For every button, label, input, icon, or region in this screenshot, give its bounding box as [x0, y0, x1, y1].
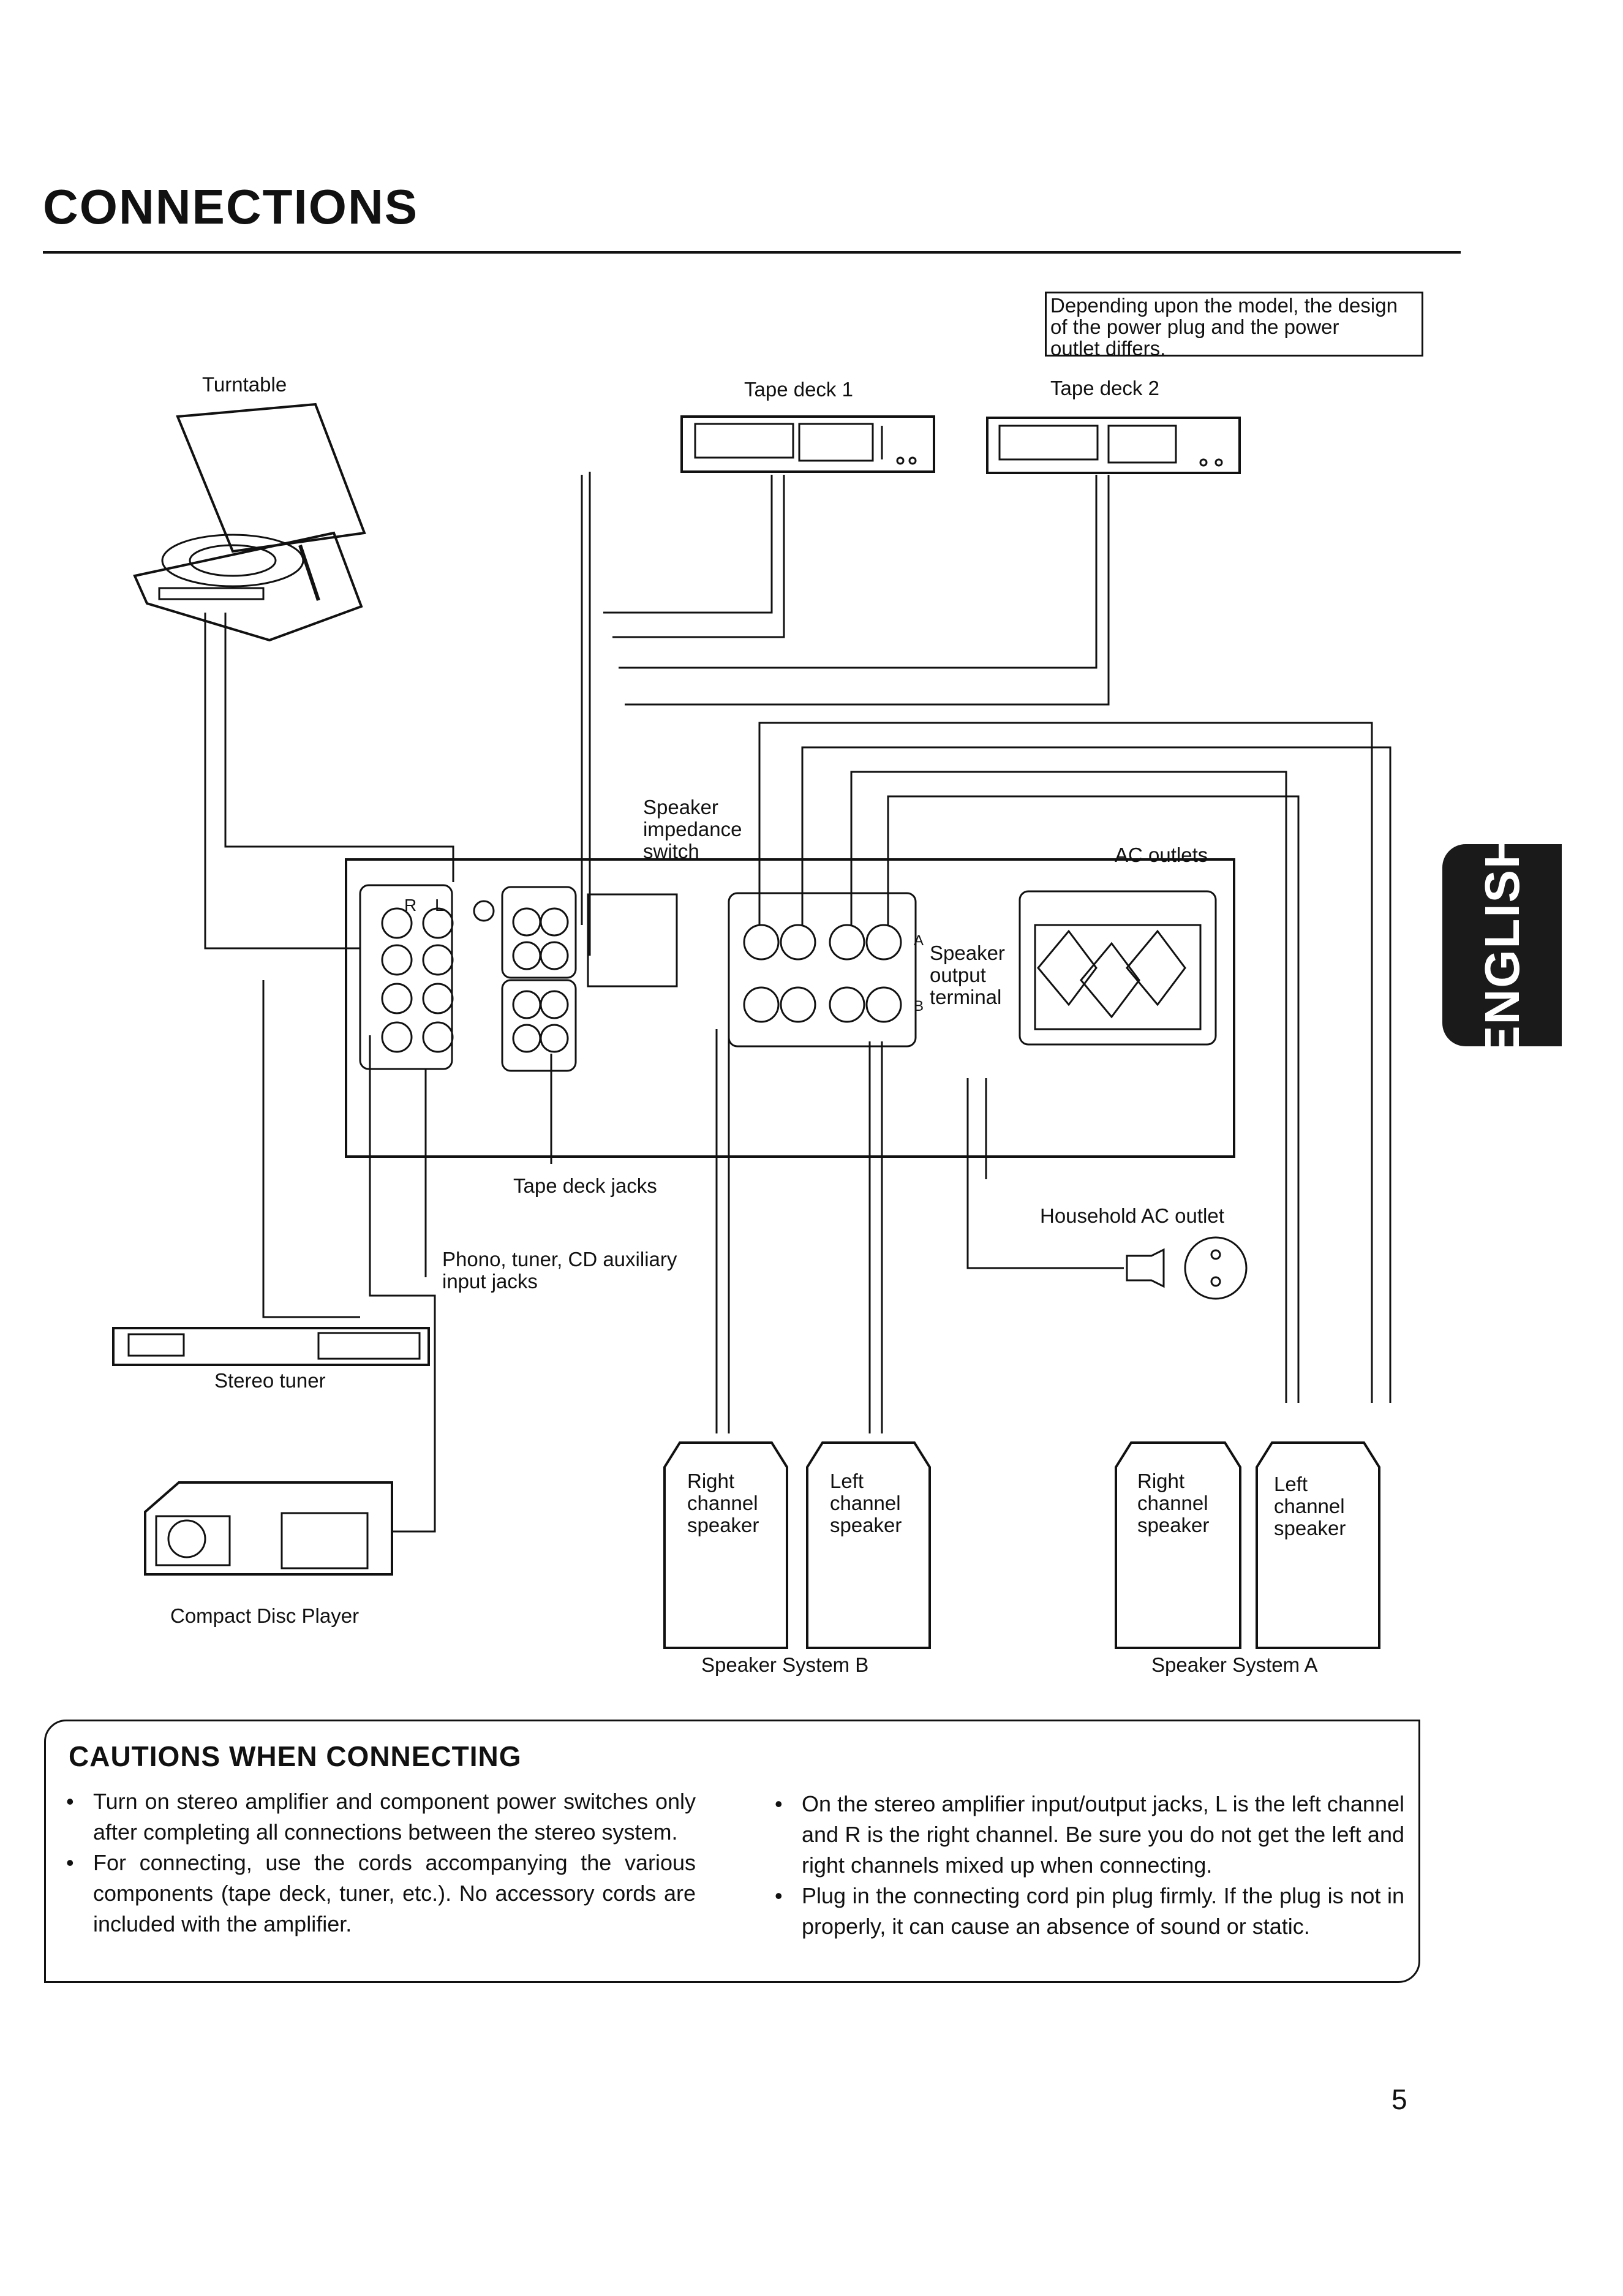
bullet: •: [66, 1789, 74, 1814]
speaker-text-line: speaker: [1274, 1517, 1346, 1539]
input-r-label: R: [404, 896, 417, 915]
speaker-text-line: channel: [687, 1492, 758, 1514]
speaker-text-line: channel: [830, 1492, 901, 1514]
tape-deck-1-illustration: [680, 415, 935, 473]
page-title: CONNECTIONS: [43, 179, 419, 234]
caution-item: • On the stereo amplifier input/output j…: [767, 1789, 1404, 1881]
speaker-output-line: output: [930, 964, 986, 986]
impedance-switch-line: switch: [643, 840, 699, 863]
cautions-right-column: • On the stereo amplifier input/output j…: [767, 1789, 1404, 1942]
tape-deck-1-label: Tape deck 1: [744, 378, 853, 401]
ac-outlets-label: AC outlets: [1115, 844, 1208, 866]
caution-text: On the stereo amplifier input/output jac…: [802, 1791, 1404, 1878]
input-jacks-line: Phono, tuner, CD auxiliary: [442, 1248, 677, 1271]
terminal-a-label: A: [914, 932, 924, 949]
turntable-illustration: [133, 402, 366, 642]
stereo-tuner-label: Stereo tuner: [214, 1369, 326, 1392]
bullet: •: [66, 1850, 74, 1875]
speaker-text-line: speaker: [830, 1514, 902, 1536]
speaker-output-line: Speaker: [930, 942, 1005, 964]
system-b-right-speaker-label: Right channel speaker: [687, 1470, 759, 1536]
speaker-system-a-label: Speaker System A: [1151, 1653, 1318, 1676]
tape-deck-jacks-label: Tape deck jacks: [513, 1174, 657, 1197]
plug-note: Depending upon the model, the design of …: [1045, 292, 1423, 360]
plug-note-line: Depending upon the model, the design: [1050, 294, 1398, 317]
input-jacks-line: input jacks: [442, 1270, 538, 1293]
impedance-switch-line: Speaker: [643, 796, 718, 818]
household-plug-illustration: [1126, 1236, 1248, 1300]
amplifier-back-panel: [345, 858, 1235, 1158]
caution-item: • Plug in the connecting cord pin plug f…: [767, 1881, 1404, 1942]
impedance-switch-line: impedance: [643, 818, 742, 840]
speaker-system-b-label: Speaker System B: [701, 1653, 869, 1676]
speaker-text-line: Right: [1137, 1470, 1185, 1492]
speaker-output-line: terminal: [930, 986, 1002, 1008]
bullet: •: [775, 1791, 783, 1816]
turntable-label: Turntable: [202, 373, 287, 396]
speaker-text-line: speaker: [687, 1514, 759, 1536]
speaker-output-label: Speaker output terminal: [930, 942, 1005, 1008]
caution-text: For connecting, use the cords accompanyi…: [93, 1850, 696, 1936]
caution-item: • For connecting, use the cords accompan…: [59, 1848, 696, 1939]
speaker-text-line: Right: [687, 1470, 735, 1492]
plug-note-line: outlet differs.: [1050, 337, 1166, 360]
cd-player-label: Compact Disc Player: [170, 1604, 360, 1627]
page-number: 5: [1391, 2083, 1407, 2115]
cd-player-illustration: [144, 1481, 393, 1576]
title-rule: [43, 251, 1461, 254]
speaker-text-line: Left: [1274, 1473, 1308, 1495]
signal-wires: [204, 472, 1391, 1533]
speaker-text-line: speaker: [1137, 1514, 1210, 1536]
cautions-title: CAUTIONS WHEN CONNECTING: [69, 1740, 522, 1772]
tape-deck-2-label: Tape deck 2: [1050, 377, 1159, 399]
caution-item: • Turn on stereo amplifier and component…: [59, 1786, 696, 1848]
cautions-left-column: • Turn on stereo amplifier and component…: [59, 1786, 696, 1939]
household-ac-label: Household AC outlet: [1040, 1204, 1224, 1227]
caution-text: Plug in the connecting cord pin plug fir…: [802, 1883, 1404, 1939]
connection-diagram: [112, 402, 1391, 1649]
impedance-switch-label: Speaker impedance switch: [643, 796, 742, 863]
tape-deck-2-illustration: [986, 417, 1241, 474]
language-tab-label: ENGLISH: [1474, 832, 1529, 1059]
cautions-box: [44, 1720, 1420, 1983]
system-a-left-speaker-label: Left channel speaker: [1274, 1473, 1346, 1539]
input-jacks-label: Phono, tuner, CD auxiliary input jacks: [442, 1248, 677, 1293]
terminal-b-label: B: [914, 998, 924, 1014]
plug-note-line: of the power plug and the power: [1050, 315, 1339, 338]
stereo-tuner-illustration: [112, 1327, 430, 1366]
language-tab: ENGLISH: [1442, 832, 1562, 1059]
speaker-cabinets: [663, 1441, 1380, 1649]
input-l-label: L: [435, 896, 445, 915]
system-a-right-speaker-label: Right channel speaker: [1137, 1470, 1209, 1536]
speaker-text-line: Left: [830, 1470, 864, 1492]
caution-text: Turn on stereo amplifier and component p…: [93, 1789, 696, 1845]
speaker-text-line: channel: [1137, 1492, 1208, 1514]
system-b-left-speaker-label: Left channel speaker: [830, 1470, 902, 1536]
bullet: •: [775, 1883, 783, 1908]
speaker-text-line: channel: [1274, 1495, 1345, 1517]
